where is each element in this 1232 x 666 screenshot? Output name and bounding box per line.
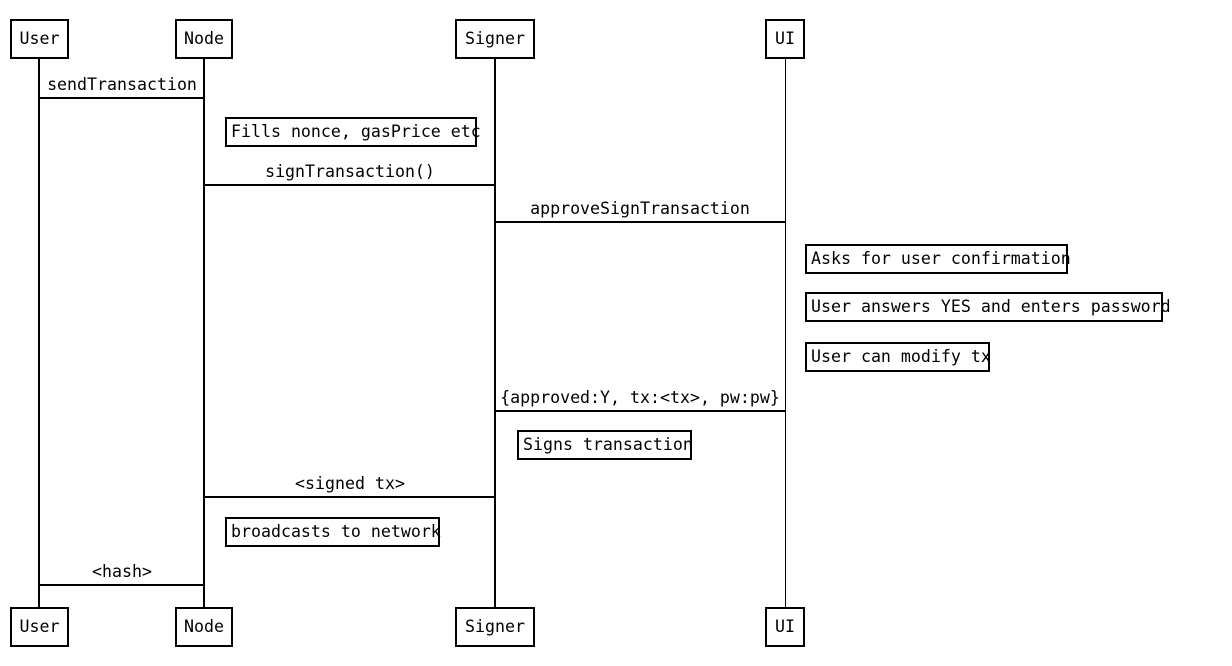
note-asks-for-user-confirmation: Asks for user confirmation	[805, 244, 1071, 274]
message-approved-payload-label: {approved:Y, tx:<tx>, pw:pw}	[500, 388, 780, 407]
actor-box-user-bottom: User	[10, 607, 69, 647]
actor-box-signer-bottom: Signer	[455, 607, 535, 647]
actor-box-user-top: User	[10, 19, 69, 59]
note-signs-transaction: Signs transaction	[517, 430, 693, 460]
note-broadcasts-to-network: broadcasts to network	[225, 517, 441, 547]
message-signtransaction-line	[204, 184, 496, 186]
actor-box-signer-top: Signer	[455, 19, 535, 59]
message-sendtransaction-label: sendTransaction	[47, 75, 197, 94]
message-hash-label: <hash>	[92, 562, 152, 581]
message-signed-tx-label: <signed tx>	[295, 474, 405, 493]
message-signtransaction-label: signTransaction()	[265, 162, 435, 181]
actor-box-node-top: Node	[175, 19, 233, 59]
note-user-can-modify-tx: User can modify tx	[805, 342, 991, 372]
lifeline-node	[203, 59, 205, 607]
lifeline-ui	[785, 59, 786, 607]
message-sendtransaction-line	[39, 97, 205, 99]
note-fills-nonce-gasprice: Fills nonce, gasPrice etc	[225, 117, 481, 147]
message-approved-payload-line	[495, 410, 786, 412]
message-hash-line	[39, 584, 205, 586]
message-approvesigntransaction-line	[495, 221, 786, 223]
lifeline-user	[38, 59, 40, 607]
actor-box-node-bottom: Node	[175, 607, 233, 647]
lifeline-signer	[494, 59, 496, 607]
actor-box-ui-bottom: UI	[765, 607, 805, 647]
actor-box-ui-top: UI	[765, 19, 805, 59]
message-signed-tx-line	[204, 496, 496, 498]
message-approvesigntransaction-label: approveSignTransaction	[530, 199, 750, 218]
note-user-answers-yes-password: User answers YES and enters password	[805, 292, 1171, 322]
